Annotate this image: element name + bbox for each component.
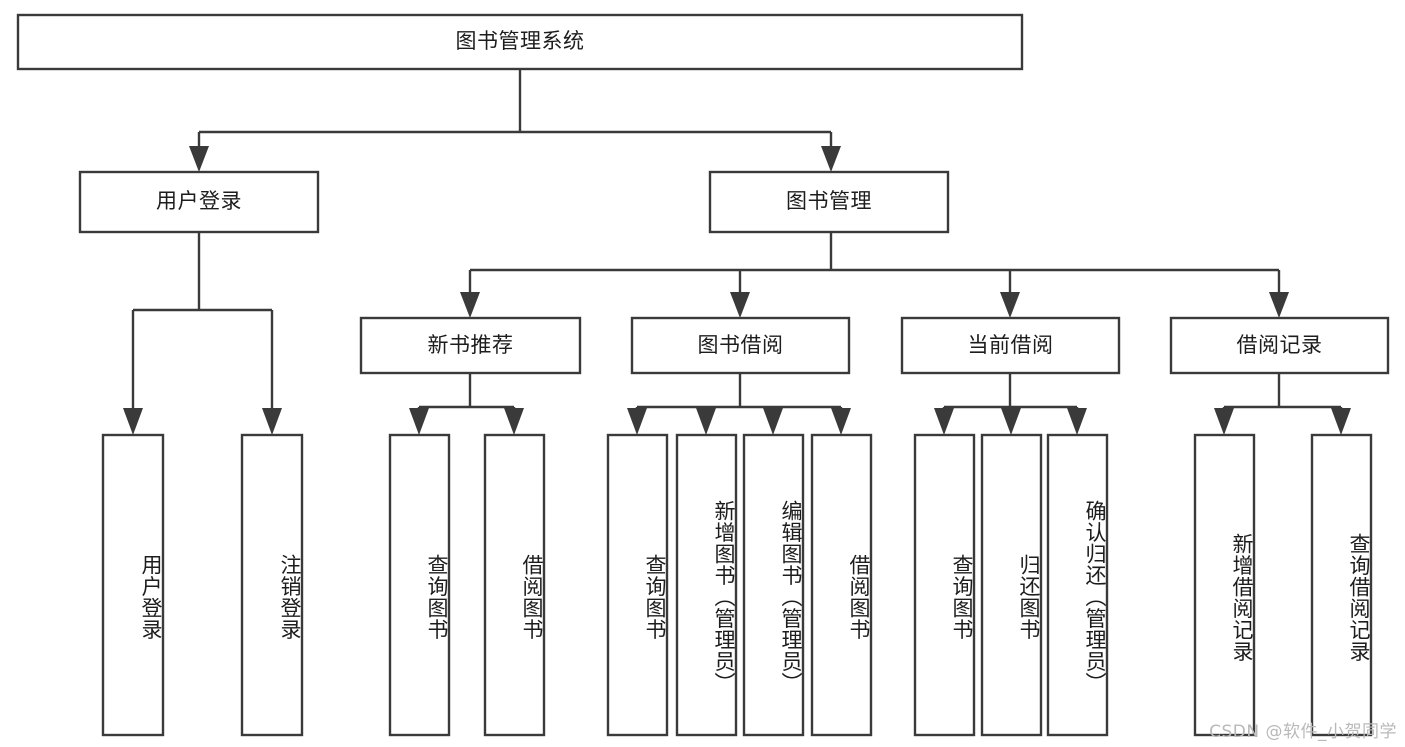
connectors-layer: [123, 69, 1351, 435]
node-box-leaf-query-borrow-record[interactable]: [1310, 433, 1373, 737]
node-box-book-borrow[interactable]: [630, 316, 851, 375]
node-box-leaf-edit-book[interactable]: [742, 433, 805, 737]
arrow-head-current-borrow: [1000, 292, 1020, 318]
arrow-head-leaf-user-logout: [262, 408, 282, 435]
node-box-leaf-add-book[interactable]: [675, 433, 738, 737]
node-box-new-book-recommend[interactable]: [359, 316, 582, 375]
node-box-leaf-return-book[interactable]: [980, 433, 1043, 737]
arrow-head-leaf-borrow-book-1: [504, 408, 524, 435]
node-box-borrow-record[interactable]: [1169, 316, 1390, 375]
arrow-head-leaf-query-book-1: [409, 408, 429, 435]
arrow-head-leaf-query-book-2: [627, 408, 647, 435]
arrow-head-leaf-query-book-3: [934, 408, 954, 435]
arrow-head-leaf-query-borrow-record: [1331, 408, 1351, 435]
arrow-head-leaf-add-borrow-record: [1214, 408, 1234, 435]
arrow-head-new-book-recommend: [460, 292, 480, 318]
node-box-user-login[interactable]: [78, 170, 320, 234]
arrow-head-leaf-borrow-book-2: [831, 408, 851, 435]
arrow-head-leaf-edit-book: [763, 408, 783, 435]
node-box-leaf-add-borrow-record[interactable]: [1193, 433, 1256, 737]
node-box-book-management[interactable]: [708, 170, 950, 234]
node-boxes-layer: [16, 13, 1390, 737]
node-box-root[interactable]: [16, 13, 1024, 71]
arrow-head-book-borrow: [730, 292, 750, 318]
arrow-head-user-login: [189, 146, 209, 172]
node-box-leaf-query-book-3[interactable]: [913, 433, 976, 737]
node-box-current-borrow[interactable]: [900, 316, 1121, 375]
arrow-head-leaf-return-book: [1001, 408, 1021, 435]
arrow-head-leaf-confirm-return: [1067, 408, 1087, 435]
node-box-leaf-query-book-2[interactable]: [606, 433, 669, 737]
node-box-leaf-borrow-book-1[interactable]: [483, 433, 546, 737]
node-box-leaf-user-login[interactable]: [101, 433, 165, 737]
arrow-head-book-management: [821, 146, 841, 172]
arrow-head-leaf-add-book: [696, 408, 716, 435]
node-box-leaf-query-book-1[interactable]: [388, 433, 451, 737]
arrow-head-borrow-record: [1269, 292, 1289, 318]
node-box-leaf-borrow-book-2[interactable]: [810, 433, 873, 737]
node-box-leaf-user-logout[interactable]: [240, 433, 304, 737]
arrow-head-leaf-user-login: [123, 408, 143, 435]
node-box-leaf-confirm-return[interactable]: [1046, 433, 1109, 737]
